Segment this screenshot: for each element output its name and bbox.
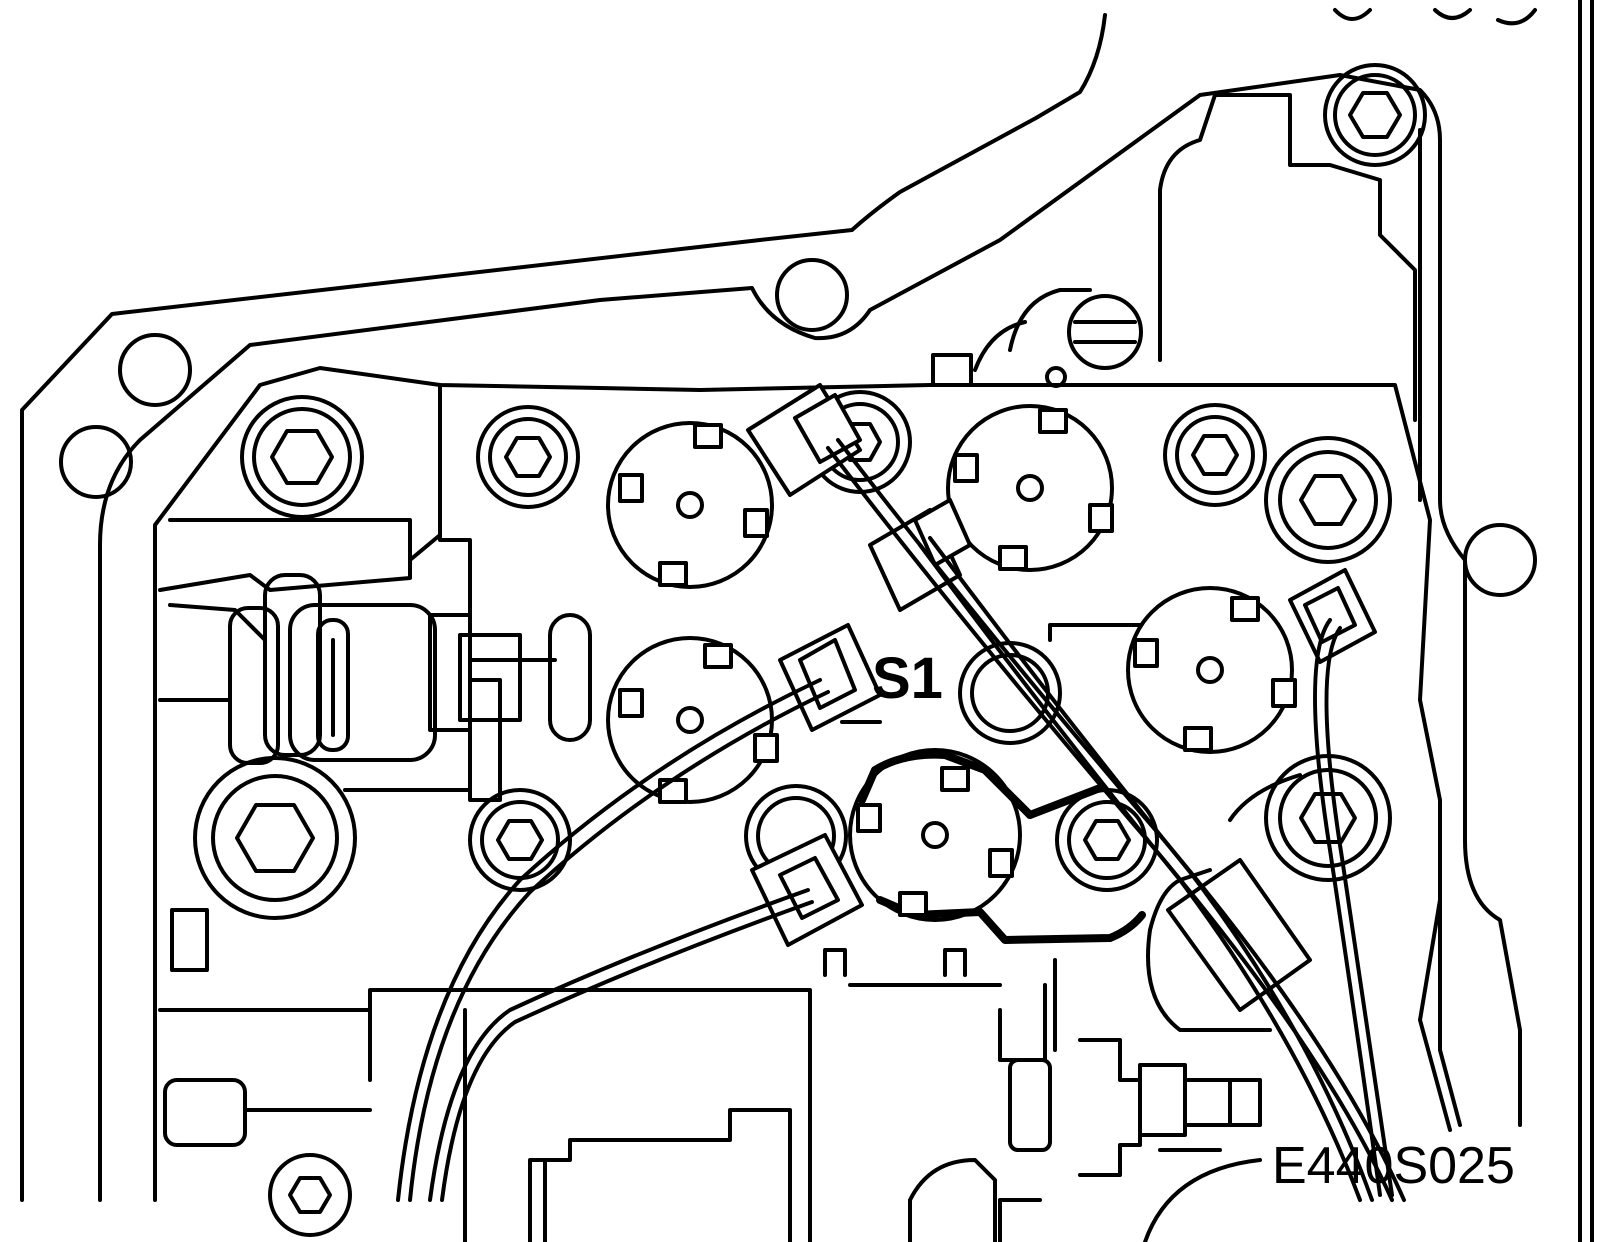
bolt (1163, 403, 1267, 507)
valve-body-housing (20, 8, 1537, 1202)
solenoid-valve (1126, 586, 1297, 754)
housing-hole (1463, 523, 1537, 597)
bolt (268, 1153, 352, 1237)
bolt (476, 405, 580, 509)
solenoid-valves (606, 404, 1297, 944)
bolt (193, 756, 357, 920)
wiring-harness (396, 438, 1406, 1202)
callout-label-s1: S1 (872, 646, 943, 711)
solenoid-valve (946, 404, 1114, 572)
housing-hole (118, 333, 192, 407)
housing-holes (59, 258, 1537, 597)
frame-edges (1578, 0, 1594, 1242)
bolt (1323, 63, 1427, 167)
bolt (468, 788, 572, 892)
bolt (240, 395, 364, 519)
valve-spool-assembly (158, 518, 592, 972)
bolt (1264, 754, 1392, 882)
housing-hole (775, 258, 849, 332)
connector (778, 623, 882, 732)
lower-components (158, 773, 1452, 1242)
connector (746, 383, 862, 497)
solenoid-valve (606, 421, 774, 589)
bolt (1067, 294, 1143, 370)
connector (1288, 568, 1377, 664)
housing-hole (59, 425, 133, 499)
bolt (1264, 436, 1392, 564)
solenoid-valve (606, 636, 779, 804)
solenoid-valve-s1 (848, 748, 1146, 944)
drawing-reference-code: E440S025 (1272, 1137, 1515, 1195)
bolt (1055, 788, 1159, 892)
